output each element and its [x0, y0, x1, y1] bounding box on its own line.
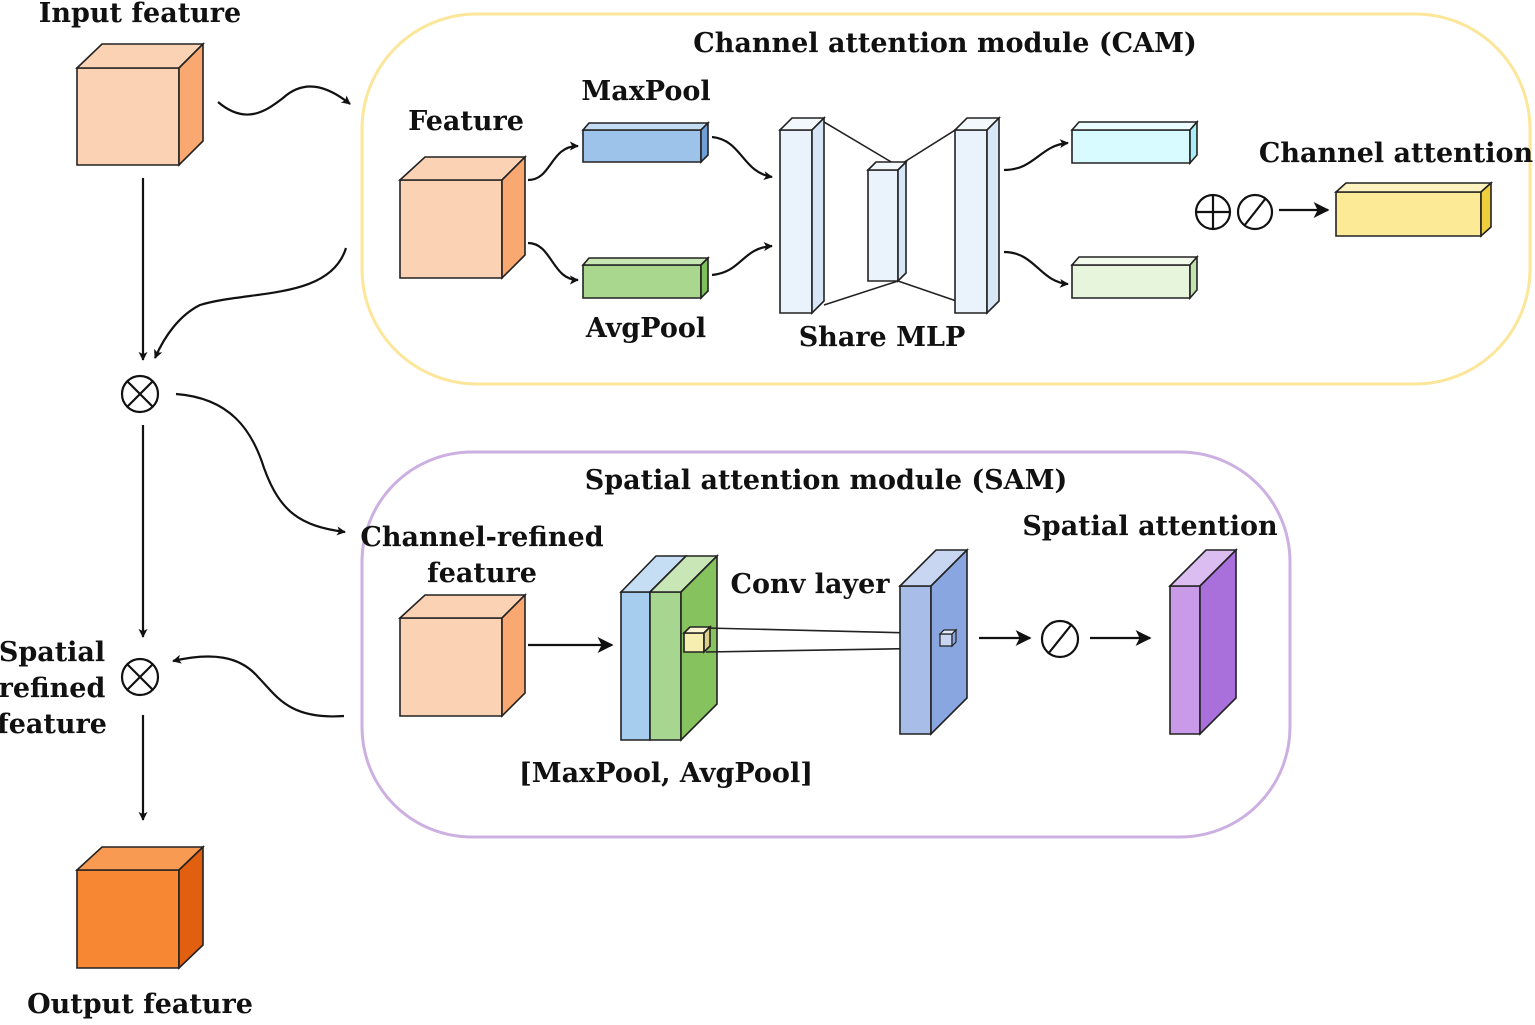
maxpool-to-mlp-arrow — [711, 135, 773, 181]
channel-attention-vector — [1333, 181, 1494, 238]
mlp-output-vector-bottom — [1070, 254, 1199, 301]
avgpool-label: AvgPool — [585, 313, 706, 344]
channel-refined-feature-cube — [397, 593, 527, 718]
multiply-operator-2 — [120, 657, 160, 697]
channel-refined-label-2: feature — [427, 558, 537, 589]
avgpool-to-mlp-arrow — [711, 242, 773, 277]
sam-frame — [360, 450, 1292, 839]
feature-to-avgpool-arrow — [527, 241, 579, 285]
pooled-maps — [619, 554, 719, 742]
spatial-attention-label: Spatial attention — [1022, 511, 1278, 542]
mlp-to-top-output-arrow — [1003, 139, 1069, 172]
maxpool-avgpool-label: [MaxPool, AvgPool] — [519, 758, 813, 789]
spatial-attention-map — [1168, 548, 1238, 736]
input-feature-label: Input feature — [39, 0, 241, 29]
multiply-operator-1 — [120, 374, 160, 414]
sam-to-multiply-arrow — [172, 654, 345, 718]
share-mlp-label: Share MLP — [799, 322, 966, 353]
mlp-to-bottom-output-arrow — [1003, 250, 1069, 288]
output-feature-label: Output feature — [27, 989, 253, 1020]
spatial-refined-label-1: Spatial — [0, 637, 105, 668]
cam-feature-cube — [397, 155, 527, 280]
channel-refined-label-1: Channel-refined — [360, 522, 603, 553]
sigmoid-operator-sam — [1040, 619, 1080, 659]
cam-to-multiply-arrow — [153, 247, 348, 359]
feature-to-maxpool-arrow — [527, 141, 579, 182]
conv-layer-map — [898, 548, 969, 736]
output-feature-cube — [74, 845, 205, 970]
spatial-refined-label-2: refined — [0, 673, 105, 704]
sam-title: Spatial attention module (SAM) — [585, 465, 1068, 496]
conv-layer-label: Conv layer — [730, 569, 890, 600]
input-to-cam-arrow — [217, 85, 351, 116]
cam-feature-label: Feature — [408, 106, 524, 137]
cam-frame — [360, 12, 1532, 386]
multiply-to-sam-arrow — [175, 392, 346, 536]
mlp-output-vector-top — [1070, 119, 1199, 166]
avgpool-vector — [581, 256, 710, 300]
spatial-refined-label-3: feature — [0, 709, 107, 740]
add-operator — [1194, 193, 1232, 231]
sigmoid-operator-cam — [1236, 193, 1274, 231]
input-feature-cube — [75, 42, 205, 167]
share-mlp — [778, 116, 1001, 315]
channel-attention-label: Channel attention — [1259, 138, 1534, 169]
cam-title: Channel attention module (CAM) — [693, 28, 1197, 59]
maxpool-label: MaxPool — [581, 76, 710, 107]
maxpool-vector — [581, 121, 710, 164]
